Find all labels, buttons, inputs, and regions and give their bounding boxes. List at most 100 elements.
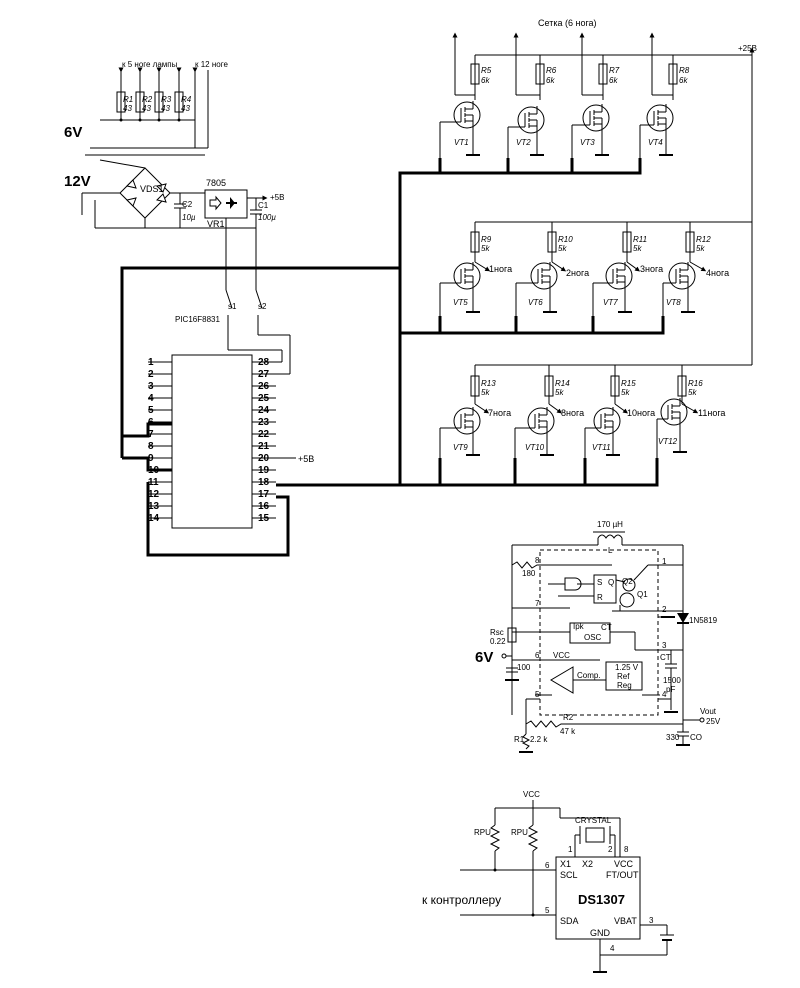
mcu-right-pins: 28 27 26 25 24 23 22 21 20 19 18 17 16 1… [258, 357, 270, 524]
pin-5: 5 [148, 405, 154, 416]
r8-value: 6k [679, 76, 688, 85]
filament-resistors [90, 67, 209, 149]
pin-21: 21 [258, 441, 270, 452]
vt8-out: 4нога [706, 268, 729, 278]
c1-label: C1 [258, 201, 269, 210]
rtc-p1: 1 [568, 845, 573, 854]
boost-r: R [597, 593, 603, 602]
boost-r1: R1 [514, 735, 525, 744]
vt9-label: VT9 [453, 443, 468, 452]
boost-pin2: 2 [662, 605, 667, 614]
boost-s: S [597, 578, 602, 587]
boost-osc: OSC [584, 633, 602, 642]
pin-24: 24 [258, 405, 270, 416]
pin-20: 20 [258, 453, 270, 464]
capacitor-c2 [174, 193, 186, 228]
vt2-label: VT2 [516, 138, 531, 147]
r3-value: 43 [161, 104, 170, 113]
pin-23: 23 [258, 417, 270, 428]
v25-label: +25В [738, 44, 757, 53]
boost-pin4: 4 [662, 690, 667, 699]
boost-pin3: 3 [662, 641, 667, 650]
r13-value: 5k [481, 388, 490, 397]
pin-26: 26 [258, 381, 270, 392]
r1-value: 43 [123, 104, 132, 113]
boost-ipk: Ipk [573, 622, 585, 631]
r4-name: R4 [181, 95, 192, 104]
control-buses [120, 158, 665, 557]
boost-q2: Q2 [622, 577, 633, 586]
boost-ref3: Reg [617, 681, 632, 690]
boost-q: Q [608, 578, 614, 587]
s1-label: s1 [228, 302, 237, 311]
vt11-label: VT11 [592, 443, 611, 452]
boost-comp: Comp. [577, 671, 601, 680]
rtc-vbat: VBAT [614, 916, 637, 926]
pin-15: 15 [258, 513, 270, 524]
pin-9: 9 [148, 453, 154, 464]
r2-value: 43 [142, 104, 151, 113]
vt10-out: 8нога [561, 408, 584, 418]
vt6-label: VT6 [528, 298, 543, 307]
r16-value: 5k [688, 388, 697, 397]
boost-vout: Vout [700, 707, 717, 716]
c2-label: C2 [182, 200, 193, 209]
r15-name: R15 [621, 379, 636, 388]
mcu-pin-leads [148, 361, 276, 519]
v6-boost-label: 6V [475, 649, 493, 666]
pin-22: 22 [258, 429, 270, 440]
rtc-p3: 3 [649, 916, 654, 925]
vt12-label: VT12 [658, 437, 678, 446]
r9-value: 5k [481, 244, 490, 253]
rtc-p6: 6 [545, 861, 550, 870]
r12-name: R12 [696, 235, 711, 244]
switches [225, 228, 291, 375]
boost-ref2: Ref [617, 672, 630, 681]
pin-18: 18 [258, 477, 270, 488]
boost-v25: 25V [706, 717, 721, 726]
pin-25: 25 [258, 393, 270, 404]
r7-value: 6k [609, 76, 618, 85]
p5-label-top: +5В [270, 193, 284, 202]
row3 [439, 365, 699, 458]
vds-label: VDS1 [140, 184, 164, 194]
boost-vcc: VCC [553, 651, 570, 660]
r6-name: R6 [546, 66, 557, 75]
supply-rail-25v [475, 47, 755, 366]
r9-name: R9 [481, 235, 492, 244]
vt5-label: VT5 [453, 298, 468, 307]
rtc-x1: X1 [560, 859, 571, 869]
rtc-circuit [460, 800, 674, 973]
rtc-p2: 2 [608, 845, 613, 854]
bridge-rectifier [81, 159, 256, 229]
reg-label: 7805 [206, 178, 226, 188]
vt12-out: 11нога [698, 408, 725, 418]
boost-r2: R2 [563, 713, 574, 722]
r5-value: 6k [481, 76, 490, 85]
pin-12: 12 [148, 489, 160, 500]
pin-3: 3 [148, 381, 154, 392]
rtc-rpu2: RPU [511, 828, 528, 837]
pin-13: 13 [148, 501, 160, 512]
v6-label: 6V [64, 124, 82, 141]
pin-27: 27 [258, 369, 270, 380]
rtc-crystal: CRYSTAL [575, 816, 612, 825]
boost-ct-inner: CT [601, 623, 612, 632]
rtc-vcc-inner: VCC [614, 859, 634, 869]
pin-11: 11 [148, 477, 159, 488]
to-controller-label: к контроллеру [422, 893, 501, 907]
s2-label: s2 [258, 302, 267, 311]
row2 [439, 222, 707, 316]
pin-1: 1 [148, 357, 154, 368]
r15-value: 5k [621, 388, 630, 397]
boost-pin6: 6 [535, 651, 540, 660]
r11-name: R11 [633, 235, 647, 244]
rtc-gnd: GND [590, 928, 611, 938]
rtc-x2: X2 [582, 859, 593, 869]
r4-value: 43 [181, 104, 190, 113]
pin-7: 7 [148, 429, 154, 440]
r5-name: R5 [481, 66, 492, 75]
boost-ct-value2: pF [666, 685, 675, 694]
boost-rsc: Rsc [490, 628, 504, 637]
